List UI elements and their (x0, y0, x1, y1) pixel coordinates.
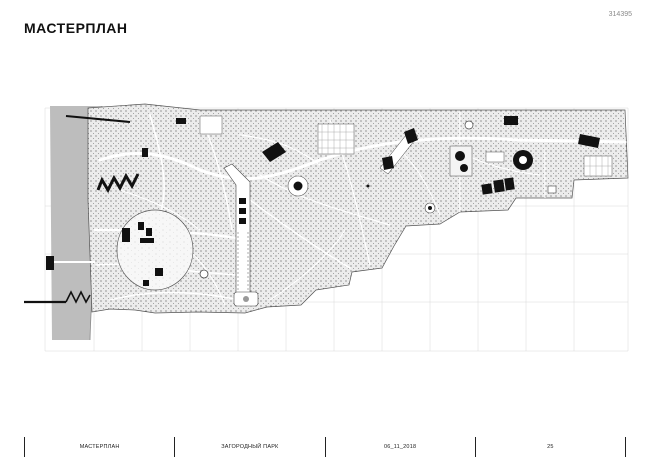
footer-page-number: 25 (547, 444, 554, 450)
footer-divider (24, 437, 25, 457)
kiosk-dot (428, 206, 432, 210)
building-west-2 (176, 118, 186, 124)
footer-project: ЗАГОРОДНЫЙ ПАРК (221, 444, 279, 450)
fountain-east (464, 120, 474, 130)
building-east-1 (504, 116, 518, 125)
footer-divider (474, 437, 476, 457)
zigzag-pavilion-north (96, 172, 140, 194)
footer-divider (174, 437, 176, 457)
footer-divider (625, 437, 626, 457)
central-boulevard (223, 163, 259, 307)
rotunda-west (199, 269, 209, 279)
parking-east (481, 177, 557, 195)
pavilion-central (262, 142, 309, 197)
footer-bar: МАСТЕРПЛАН ЗАГОРОДНЫЙ ПАРК 06_11_2018 25 (24, 436, 626, 458)
boathouse (46, 256, 54, 270)
diagonal-building (379, 128, 419, 175)
plaza-grid-east (583, 155, 613, 177)
building-east-2 (578, 134, 600, 148)
page-id: 314395 (608, 11, 632, 18)
footer-divider (324, 437, 326, 457)
garden-complex-east (449, 145, 533, 177)
zigzag-pier-south (65, 290, 91, 304)
building-west-1 (142, 148, 148, 157)
plaza-grid-north (199, 115, 355, 155)
marker-dot (366, 184, 370, 188)
footer-date: 06_11_2018 (384, 444, 417, 450)
footer-section: МАСТЕРПЛАН (79, 444, 120, 450)
pier-north (65, 115, 131, 123)
oval-clearing (116, 209, 194, 291)
page-title: МАСТЕРПЛАН (24, 20, 128, 36)
